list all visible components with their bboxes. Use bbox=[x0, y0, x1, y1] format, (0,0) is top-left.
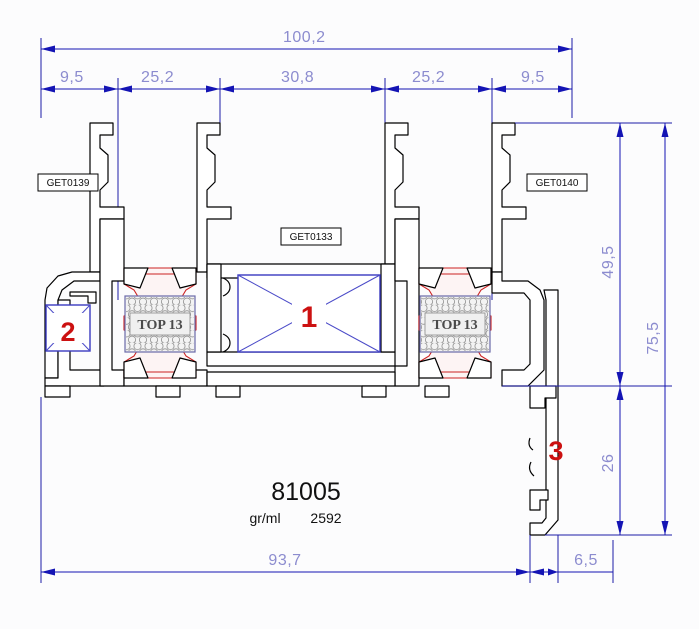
insulator-block-left: TOP 13 bbox=[124, 295, 196, 353]
marker-glazing-unit: 1 bbox=[237, 274, 381, 353]
callout-get0140[interactable]: GET0140 bbox=[526, 173, 588, 192]
insulator-right-label: TOP 13 bbox=[432, 318, 477, 333]
callout-get0139[interactable]: GET0139 bbox=[37, 173, 99, 192]
marker-2-text: 2 bbox=[60, 317, 75, 347]
title-block: 81005 gr/ml 2592 bbox=[249, 478, 341, 526]
marker-1-text: 1 bbox=[301, 301, 318, 334]
dimension-top-overall: 100,2 bbox=[40, 29, 573, 78]
marker-left-pocket: 2 bbox=[45, 304, 91, 352]
callout-get0139-text: GET0139 bbox=[47, 178, 90, 189]
dim-bottom-main-text: 93,7 bbox=[268, 552, 301, 569]
dimension-right-group: 49,5 26 75,5 bbox=[502, 122, 672, 536]
dim-top-overall-text: 100,2 bbox=[283, 29, 326, 46]
dim-right-total-text: 75,5 bbox=[645, 321, 662, 354]
dimension-bottom-group: 93,7 6,5 bbox=[40, 397, 614, 583]
insulator-block-right: TOP 13 bbox=[419, 295, 491, 353]
callout-get0133-text: GET0133 bbox=[290, 232, 333, 243]
dim-right-lower-text: 26 bbox=[600, 454, 617, 473]
profile-left-mullion bbox=[99, 218, 125, 387]
dim-chain-3-text: 30,8 bbox=[281, 69, 314, 86]
callout-get0140-text: GET0140 bbox=[536, 178, 579, 189]
dim-right-upper-text: 49,5 bbox=[600, 245, 617, 278]
weight-unit-label: gr/ml bbox=[249, 510, 280, 526]
insulator-left-label: TOP 13 bbox=[137, 318, 182, 333]
dim-chain-2-text: 25,2 bbox=[141, 69, 174, 86]
dim-chain-5-text: 9,5 bbox=[521, 69, 545, 86]
profile-upper-walls bbox=[196, 122, 527, 273]
marker-3-text: 3 bbox=[548, 436, 563, 466]
callout-get0133[interactable]: GET0133 bbox=[280, 227, 342, 246]
marker-right-foot: 3 bbox=[528, 436, 564, 477]
profile-right-section bbox=[394, 218, 559, 536]
profile-code-text: 81005 bbox=[271, 478, 341, 506]
dim-bottom-extra-text: 6,5 bbox=[574, 552, 598, 569]
dim-chain-4-text: 25,2 bbox=[412, 69, 445, 86]
dim-chain-1-text: 9,5 bbox=[60, 69, 84, 86]
weight-value-text: 2592 bbox=[310, 510, 341, 526]
